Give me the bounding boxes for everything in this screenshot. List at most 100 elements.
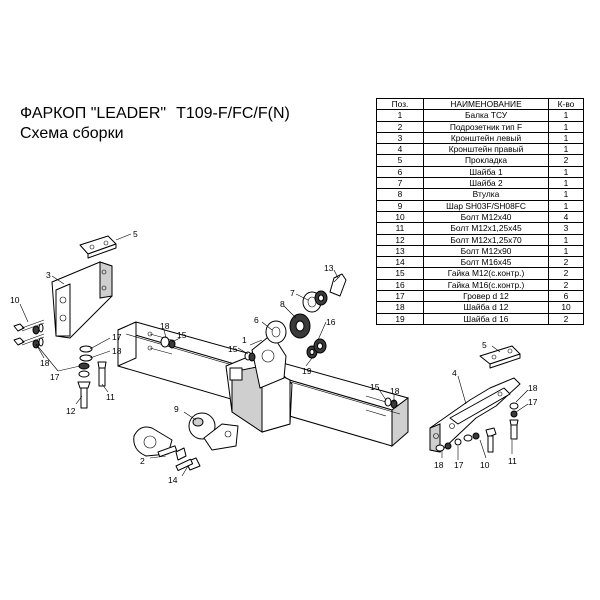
tow-plate [225, 333, 293, 433]
callout-18-right-a: 18 [528, 383, 538, 393]
cell-quantity: 2 [548, 267, 584, 280]
callout-15-center: 15 [228, 344, 238, 354]
bolts-right-group [435, 402, 519, 453]
spacer-plate-left [79, 235, 117, 259]
cell-part-name: Болт М12х90 [423, 244, 549, 258]
cell-part-name: Болт М12х1,25х70 [423, 233, 549, 246]
title-line-2: Схема сборки [20, 125, 124, 142]
cell-part-name: Болт М16х45 [423, 256, 549, 269]
cell-quantity: 1 [548, 188, 584, 201]
cell-quantity: 2 [548, 312, 584, 325]
callout-9: 9 [174, 404, 179, 414]
bracket-right [429, 377, 521, 453]
title-line-1: ФАРКОП "LEADER" T109-F/FC/F(N) [20, 104, 290, 124]
cell-quantity: 2 [548, 278, 584, 292]
callout-15-beam-left: 15 [177, 330, 187, 340]
center-fasteners [160, 336, 398, 409]
callout-7: 7 [290, 288, 295, 298]
cell-part-name: Шайба 2 [423, 177, 549, 190]
callout-13: 13 [324, 263, 334, 273]
cell-part-name: Шайба d 16 [423, 312, 549, 325]
cell-part-name: Шайба d 12 [423, 301, 549, 314]
cell-position: 10 [376, 210, 424, 224]
callout-12: 12 [66, 406, 76, 416]
cell-quantity: 1 [548, 177, 584, 190]
cell-quantity: 1 [548, 244, 584, 258]
callout-19: 19 [302, 366, 312, 376]
leader-lines [19, 233, 529, 477]
cell-part-name: Гайка М12(с.контр.) [423, 267, 549, 280]
callout-15-beam-right: 15 [370, 382, 380, 392]
cell-quantity: 6 [548, 290, 584, 303]
callout-6: 6 [254, 315, 259, 325]
callout-5-left: 5 [133, 229, 138, 239]
cell-position: 2 [376, 120, 424, 133]
callout-10-right: 10 [480, 460, 490, 470]
callout-17-left-a: 17 [112, 332, 122, 342]
cell-quantity: 4 [548, 210, 584, 224]
callout-11-right: 11 [508, 456, 517, 466]
cell-quantity: 3 [548, 222, 584, 235]
bracket-left [51, 261, 113, 339]
table-header-row: Поз. НАИМЕНОВАНИЕ К-во [376, 97, 584, 111]
cell-quantity: 1 [548, 165, 584, 179]
callout-18-beam: 18 [160, 321, 170, 331]
callout-17-right-b: 17 [454, 460, 464, 470]
cell-quantity: 1 [548, 233, 584, 246]
callout-14: 14 [168, 475, 178, 485]
title-block: ФАРКОП "LEADER" T109-F/FC/F(N) Схема сбор… [20, 104, 290, 144]
socket-holder [133, 426, 201, 472]
callout-3: 3 [46, 270, 51, 280]
product-model: T109-F/FC/F(N) [176, 105, 290, 122]
callout-11-left: 11 [106, 392, 115, 402]
cell-position: 11 [376, 222, 424, 235]
cell-quantity: 1 [548, 120, 584, 133]
callout-18-left-b: 18 [40, 358, 50, 368]
callout-16: 16 [326, 317, 336, 327]
cell-position: 15 [376, 267, 424, 280]
cell-quantity: 1 [548, 199, 584, 212]
cell-position: 8 [376, 188, 424, 201]
callout-10-left: 10 [10, 295, 20, 305]
callout-18-right-b: 18 [434, 460, 444, 470]
product-name: ФАРКОП "LEADER" [20, 105, 167, 122]
bushing-stack [265, 273, 347, 359]
callout-17-left-b: 17 [50, 372, 60, 382]
callout-18-left-a: 18 [112, 346, 122, 356]
spacer-plate-right [479, 345, 521, 369]
cell-quantity: 1 [548, 131, 584, 145]
callout-8: 8 [280, 299, 285, 309]
callout-5-right: 5 [482, 340, 487, 350]
cell-part-name: Кронштейн правый [423, 143, 549, 156]
callout-4: 4 [452, 368, 457, 378]
callout-2: 2 [140, 456, 145, 466]
cell-position: 13 [376, 244, 424, 258]
col-header-quantity: К-во [548, 97, 584, 111]
callout-1: 1 [242, 335, 247, 345]
cell-part-name: Прокладка [423, 154, 549, 167]
cell-part-name: Болт М12х1,25х45 [423, 222, 549, 235]
cell-quantity: 1 [548, 109, 584, 122]
cell-quantity: 2 [548, 256, 584, 269]
callout-18-beam-right: 18 [390, 386, 400, 396]
cell-position: 1 [376, 109, 424, 122]
